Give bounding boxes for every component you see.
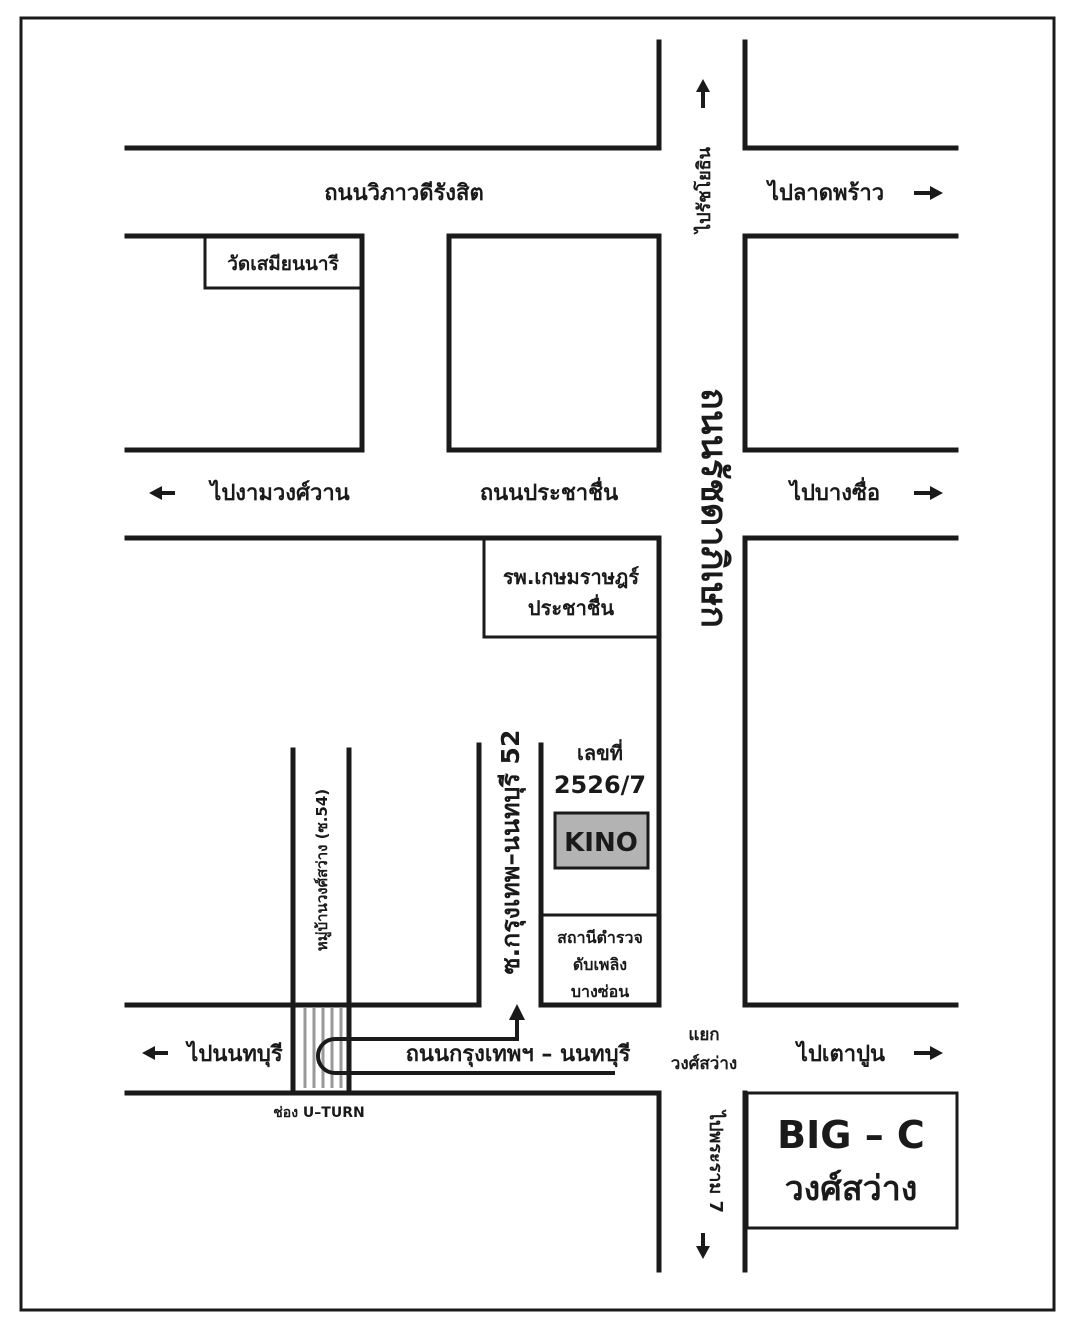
arrow-right-icon — [914, 486, 943, 500]
arrow-left-icon — [149, 486, 175, 500]
hospital-label-line1: รพ.เกษมราษฎร์ — [503, 565, 639, 589]
direction-east-mid-label: ไปบางซื่อ — [788, 476, 880, 506]
police-label-line2: ดับเพลิง — [573, 955, 627, 974]
bigc-label-line1: BIG – C — [777, 1113, 925, 1157]
direction-west-bottom-label: ไปนนทบุรี — [185, 1040, 283, 1068]
police-label-line1: สถานีตำรวจ — [557, 928, 643, 947]
arrow-up-icon — [696, 79, 710, 108]
crosswalk-stripes — [303, 1008, 343, 1088]
village-soi-label: หมู่บ้านวงศ์สว่าง (ซ.54) — [313, 789, 332, 951]
main-road-label: ถนนรัชดาภิเษก — [693, 388, 734, 628]
vibhavadi-road-label: ถนนวิภาวดีรังสิต — [324, 181, 484, 206]
route-arrow-up-icon — [509, 1004, 525, 1020]
uturn-route-path — [316, 1018, 615, 1075]
direction-north-label: ไปรัชโยธิน — [693, 146, 715, 235]
block-center-top — [446, 233, 662, 453]
hospital-label-line2: ประชาชื่น — [528, 593, 615, 620]
kt-nonthaburi-road-label: ถนนกรุงเทพฯ – นนทบุรี — [406, 1042, 631, 1068]
temple-label: วัดเสมียนนารี — [227, 253, 339, 275]
arrow-right-icon — [914, 186, 943, 200]
direction-south-label: ไปพระราม 7 — [705, 1109, 727, 1213]
kino-box — [553, 811, 650, 870]
intersection-label-line1: แยก — [688, 1025, 719, 1045]
arrow-right-icon — [914, 1046, 943, 1060]
police-label-line3: บางซ่อน — [571, 982, 629, 1001]
map-frame — [19, 16, 1056, 1312]
kino-label: KINO — [564, 828, 638, 858]
direction-west-mid-label: ไปงามวงศ์วาน — [208, 479, 349, 506]
intersection-label-line2: วงศ์สว่าง — [671, 1053, 737, 1074]
pracha-chuen-road-label: ถนนประชาชื่น — [480, 476, 618, 506]
direction-east-top-label: ไปลาดพร้าว — [766, 179, 884, 206]
soi-52-label: ซ.กรุงเทพ–นนทบุรี 52 — [496, 730, 527, 975]
address-label: เลขที่ — [577, 738, 623, 765]
bigc-box — [745, 1091, 959, 1230]
bigc-label-line2: วงศ์สว่าง — [785, 1169, 918, 1209]
address-number: 2526/7 — [554, 771, 646, 799]
temple-box — [203, 234, 364, 290]
arrow-left-icon — [142, 1046, 168, 1060]
block-east-top — [742, 233, 959, 453]
hospital-box — [482, 536, 661, 639]
block-east-bottom — [742, 535, 959, 1008]
arrow-down-icon — [696, 1233, 710, 1259]
direction-east-bottom-label: ไปเตาปูน — [795, 1040, 885, 1068]
uturn-label: ช่อง U–TURN — [273, 1105, 364, 1121]
